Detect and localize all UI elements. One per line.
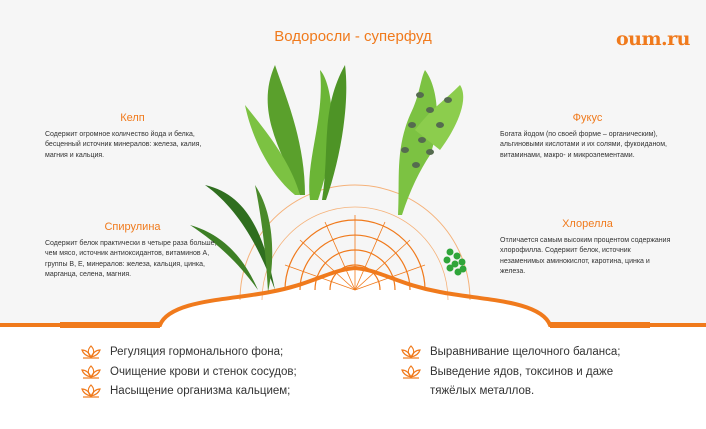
card-title: Келп	[120, 112, 145, 124]
card-fucus: Фукус Богата йодом (по своей форме – орг…	[500, 113, 675, 161]
benefits-left: Регуляция гормонального фона; Очищение к…	[80, 345, 297, 404]
card-text: Богата йодом (по своей форме – органичес…	[500, 130, 667, 159]
lotus-icon	[401, 364, 421, 379]
sun-arc	[239, 184, 471, 301]
lotus-icon	[401, 345, 421, 359]
lotus-icon	[81, 345, 101, 359]
list-item: Очищение крови и стенок сосудов;	[80, 364, 297, 385]
card-title: Хлорелла	[562, 218, 613, 230]
chlorella-icon	[443, 248, 467, 276]
kelp-icon	[245, 65, 347, 200]
list-item: Насыщение организма кальцием;	[80, 384, 297, 404]
arch-background	[0, 268, 706, 429]
card-title: Фукус	[572, 112, 603, 124]
list-item: Выравнивание щелочного баланса;	[400, 345, 640, 365]
page-title: Водоросли - суперфуд	[274, 28, 432, 45]
benefits-right: Выравнивание щелочного баланса; Выведени…	[400, 345, 640, 401]
mandala-icon	[284, 215, 426, 291]
list-item: Регуляция гормонального фона;	[80, 345, 297, 365]
card-title: Спирулина	[104, 221, 161, 233]
card-kelp: Келп Содержит огромное количество йода и…	[45, 113, 220, 161]
card-spirulina: Спирулина Содержит белок практически в ч…	[45, 222, 220, 281]
fucus-icon	[398, 70, 464, 215]
lotus-icon	[81, 384, 101, 398]
lotus-icon	[81, 364, 101, 379]
card-text: Содержит белок практически в четыре раза…	[45, 239, 217, 279]
card-chlorella: Хлорелла Отличается самым высоким процен…	[500, 219, 675, 278]
list-item: Выведение ядов, токсинов и даже тяжёлых …	[400, 364, 640, 401]
spirulina-icon	[190, 185, 275, 292]
card-text: Содержит огромное количество йода и белк…	[45, 130, 202, 159]
card-text: Отличается самым высоким процентом содер…	[500, 236, 671, 276]
arch-line	[0, 265, 706, 327]
logo[interactable]: oum.ru	[615, 28, 691, 50]
